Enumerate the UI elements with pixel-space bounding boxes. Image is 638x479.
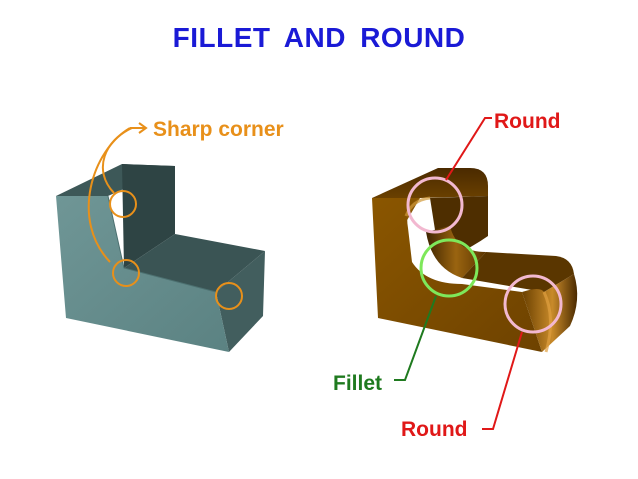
sharp-block-front-face [56, 196, 229, 352]
sharp-block [56, 164, 265, 352]
sharp-corner-circle-3 [215, 282, 243, 310]
rounded-block [372, 168, 578, 353]
rounded-block-edge-highlight [542, 291, 552, 353]
rounded-block-step-top [462, 252, 574, 292]
round-circle-bottom [503, 274, 563, 334]
round-bottom-label: Round [401, 418, 467, 441]
rounded-block-top-highlight [404, 196, 431, 217]
sharp-corner-arrowhead [138, 122, 148, 134]
sharp-block-inner-riser [122, 164, 175, 268]
sharp-block-step-top [124, 234, 265, 292]
round-circle-top [406, 176, 464, 234]
fillet-circle [419, 238, 479, 298]
rounded-block-upright-top [372, 168, 488, 198]
sharp-corner-leader-short [102, 127, 133, 194]
sharp-corner-markers [87, 122, 243, 310]
sharp-corner-label: Sharp corner [153, 118, 284, 141]
rounded-block-front-face [372, 198, 542, 352]
round-top-label: Round [494, 110, 560, 133]
round-top-leader [445, 117, 492, 181]
sharp-corner-circle-1 [109, 190, 137, 218]
round-bottom-leader [482, 331, 523, 430]
page-title: FILLET AND ROUND [172, 22, 466, 53]
rounded-block-fillet-surface [426, 226, 486, 278]
sharp-block-edge [107, 195, 217, 293]
sharp-corner-circle-2 [112, 259, 140, 287]
fillet-leader [394, 295, 437, 381]
fillet-label: Fillet [333, 372, 382, 395]
